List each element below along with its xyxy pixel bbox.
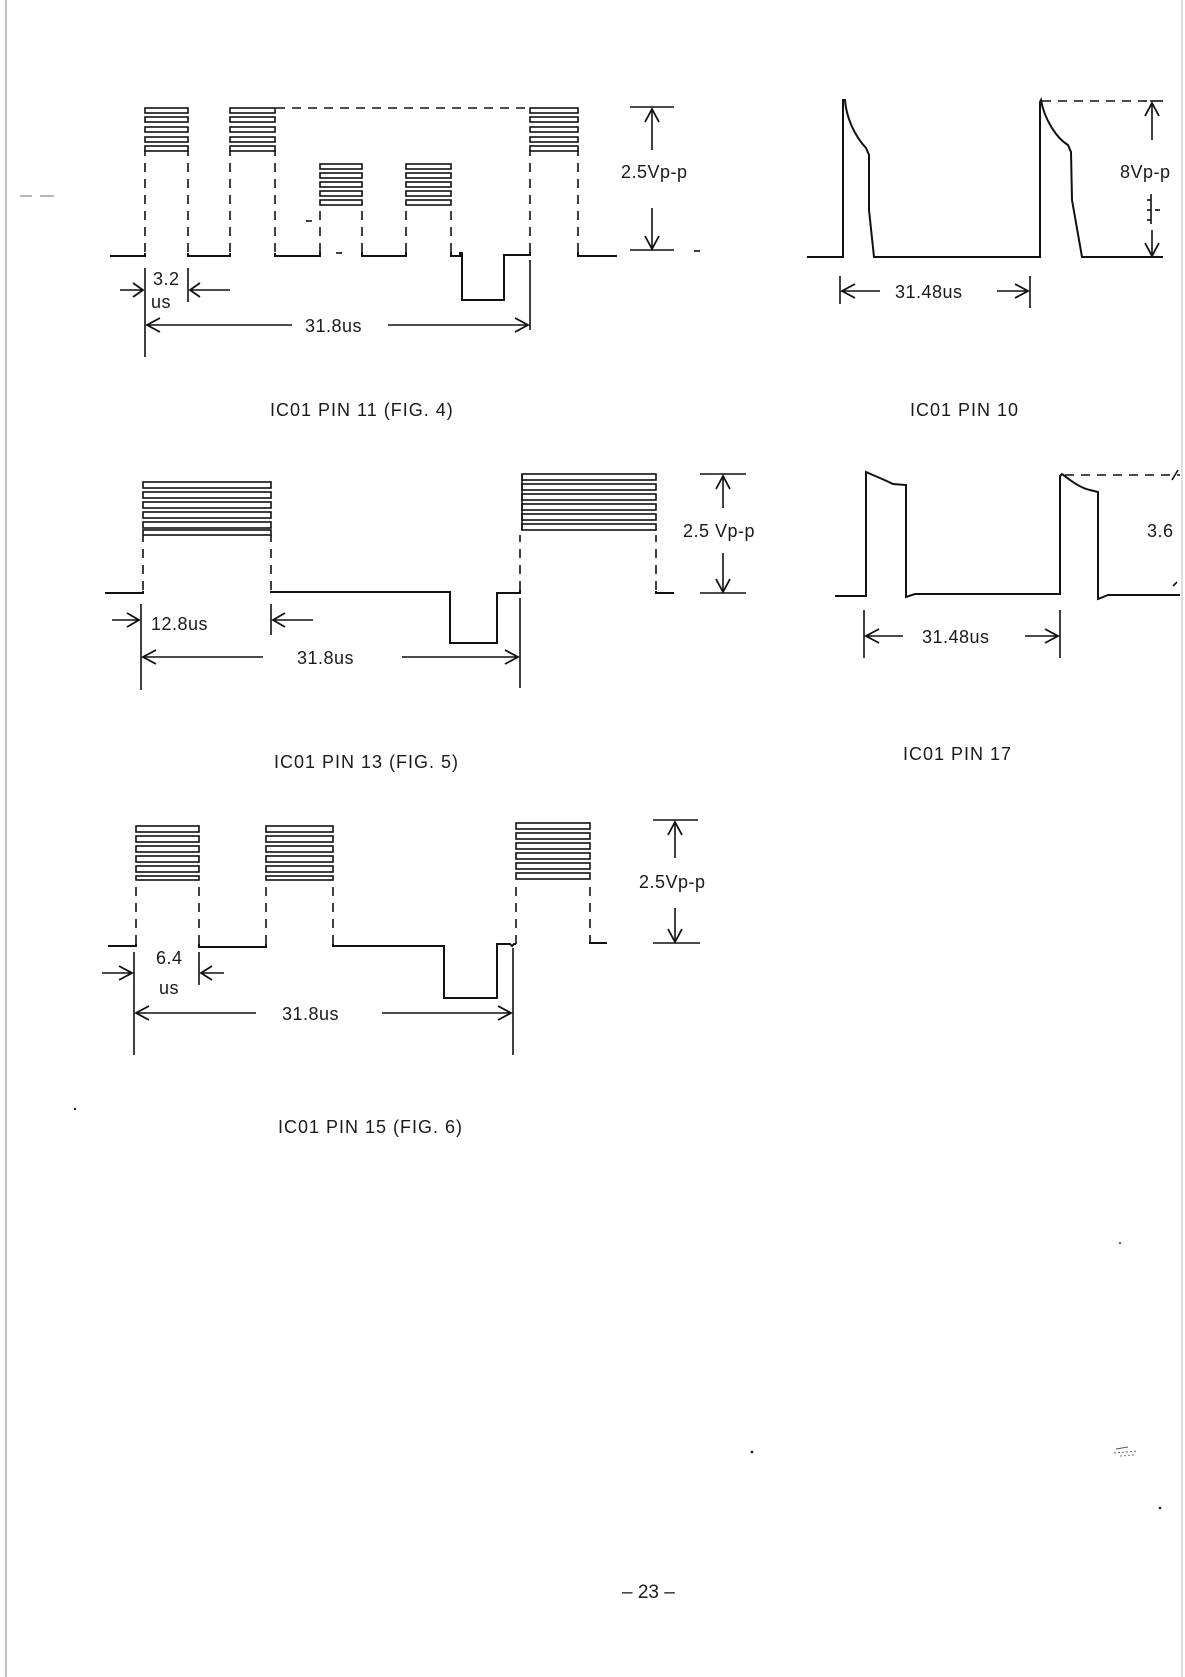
period-marker-pin15 bbox=[136, 948, 513, 1055]
pulse-width-label-pin13: 12.8us bbox=[151, 614, 208, 634]
scan-smudge bbox=[1114, 1447, 1138, 1456]
pulse-width-marker-pin13 bbox=[112, 604, 313, 690]
scan-speck bbox=[1159, 1507, 1162, 1510]
amplitude-label-pin13: 2.5 Vp-p bbox=[683, 521, 755, 541]
scan-speck bbox=[751, 1451, 754, 1454]
caption-pin10: IC01 PIN 10 bbox=[910, 400, 1019, 420]
period-label-pin13: 31.8us bbox=[297, 648, 354, 668]
period-label-pin10: 31.48us bbox=[895, 282, 963, 302]
caption-pin17: IC01 PIN 17 bbox=[903, 744, 1012, 764]
waveform-pin17 bbox=[835, 470, 1180, 599]
amplitude-label-pin17: 3.6 bbox=[1147, 521, 1174, 541]
caption-pin13: IC01 PIN 13 (FIG. 5) bbox=[274, 752, 459, 772]
scan-speck bbox=[74, 1108, 76, 1110]
pulse-width-unit-pin11: us bbox=[151, 292, 171, 312]
amplitude-label-pin11: 2.5Vp-p bbox=[621, 162, 688, 182]
caption-pin11: IC01 PIN 11 (FIG. 4) bbox=[270, 400, 454, 420]
waveform-pin15 bbox=[108, 823, 607, 998]
caption-pin15: IC01 PIN 15 (FIG. 6) bbox=[278, 1117, 463, 1137]
page-number: – 23 – bbox=[622, 1582, 675, 1603]
period-label-pin11: 31.8us bbox=[305, 316, 362, 336]
waveform-pin10 bbox=[807, 100, 1163, 257]
amplitude-label-pin10: 8Vp-p bbox=[1120, 162, 1171, 182]
pulse-width-label-pin11: 3.2 bbox=[153, 269, 180, 289]
pulse-width-unit-pin15: us bbox=[159, 978, 179, 998]
period-label-pin15: 31.8us bbox=[282, 1004, 339, 1024]
amplitude-label-pin15: 2.5Vp-p bbox=[639, 872, 706, 892]
period-label-pin17: 31.48us bbox=[922, 627, 990, 647]
pulse-width-label-pin15: 6.4 bbox=[156, 948, 183, 968]
waveform-pin11 bbox=[110, 108, 617, 300]
scan-speck bbox=[1119, 1242, 1121, 1244]
